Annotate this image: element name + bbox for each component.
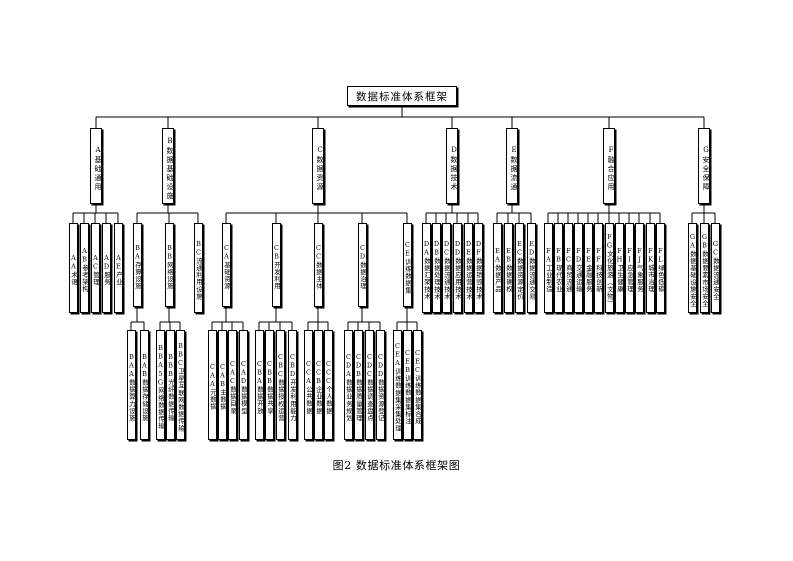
node-bab: BAB数据存储设施 [139, 330, 149, 440]
node-ga: GA数据基础设施安全 [687, 223, 697, 313]
node-fa: FA工业制造 [543, 223, 553, 313]
node-ccb: CCB企业数据 [313, 330, 323, 440]
node-ac: AC管理 [90, 223, 100, 313]
node-fk: FK城市治理 [645, 223, 655, 313]
node-gc: GC数据流通安全 [710, 223, 720, 313]
node-cea: CEA训练数据集采集处理 [392, 330, 402, 440]
node-fj: FJ气象服务 [634, 223, 644, 313]
node-ea: EA数据产品 [492, 223, 502, 313]
node-fc: FC商贸流通 [563, 223, 573, 313]
node-ce: CE训练数据集 [402, 223, 412, 307]
node-cac: CAC数据目录 [227, 330, 237, 440]
node-aa: AA术语 [68, 223, 78, 313]
node-ba: BA存算设施 [132, 223, 142, 307]
node-cdc: CDC数据调查盘点 [364, 330, 374, 440]
node-de: DE数据运营技术 [463, 223, 473, 313]
node-fe: FE金融服务 [583, 223, 593, 313]
node-df: DF数据销毁技术 [473, 223, 483, 313]
node-baa: BAA数据算力设施 [126, 330, 136, 440]
node-cdd: CDD数据资源登记 [375, 330, 385, 440]
node-caa: CAA元数据 [207, 330, 217, 440]
node-cd: CD数据治理 [357, 223, 367, 307]
node-e: E数据流通 [506, 128, 518, 204]
node-fl: FL绿色低碳 [655, 223, 665, 313]
node-dc: DC数据流通技术 [441, 223, 451, 313]
node-dd: DD数据应用技术 [452, 223, 462, 313]
node-ceb: CEB训练数据集标注 [402, 330, 412, 440]
node-ed: ED数据流通交易 [526, 223, 536, 313]
node-ae: AE产业 [113, 223, 123, 313]
node-ec: EC数据资源定价 [514, 223, 524, 313]
node-da: DA数据汇聚技术 [421, 223, 431, 313]
node-cab: CAB主数据 [217, 330, 227, 440]
node-cda: CDA数据业务规划 [343, 330, 353, 440]
node-c: C数据资源 [312, 128, 324, 204]
node-cb: CB开发利用 [271, 223, 281, 307]
node-bb: BB网络设施 [164, 223, 174, 307]
node-d: D数据技术 [446, 128, 458, 204]
node-cc: CC数据主体 [313, 223, 323, 307]
node-bbc: BBC卫星互联网数据传输 [175, 330, 185, 440]
root-node: 数据标准体系框架 [347, 86, 457, 106]
node-a: A基础通用 [90, 128, 102, 204]
figure-caption: 图2 数据标准体系框架图 [332, 459, 461, 472]
node-gb: GB数据要素市场安全 [699, 223, 709, 313]
node-g: G安全保障 [698, 128, 710, 204]
node-ab: AB参考架构 [79, 223, 89, 313]
node-cba: CBA数据开放 [254, 330, 264, 440]
node-fd: FD交通运输 [573, 223, 583, 313]
node-ad: AD服务 [101, 223, 111, 313]
node-eb: EB数据确权 [503, 223, 513, 313]
node-cec: CEC训练数据集合成 [412, 330, 422, 440]
node-bc: BC流通利用设施 [193, 223, 203, 313]
node-ff: FF科技创新 [593, 223, 603, 313]
node-bba: BBA5G网络数据传输 [155, 330, 165, 440]
node-cdb: CDB数据质量管理 [353, 330, 363, 440]
node-cbd: CBD开发利用能力 [287, 330, 297, 440]
node-fb: FB现代农业 [553, 223, 563, 313]
node-bbb: BBB光纤数据传输 [165, 330, 175, 440]
node-fh: FH卫生健康 [614, 223, 624, 313]
node-db: DB数据处理技术 [431, 223, 441, 313]
node-cbb: CBB数据共享 [264, 330, 274, 440]
node-ca: CA基础资源 [221, 223, 231, 307]
node-b: B数据基础设施 [162, 128, 174, 204]
node-fi: FI应急管理 [624, 223, 634, 313]
node-fg: FG文化旅游（文物） [604, 223, 614, 313]
node-cad: CAD数据模型 [238, 330, 248, 440]
node-cca: CCA公共数据 [303, 330, 313, 440]
node-ccc: CCC个人数据 [323, 330, 333, 440]
node-f: F融合应用 [603, 128, 615, 204]
node-cbc: CBC数据授权运营 [275, 330, 285, 440]
